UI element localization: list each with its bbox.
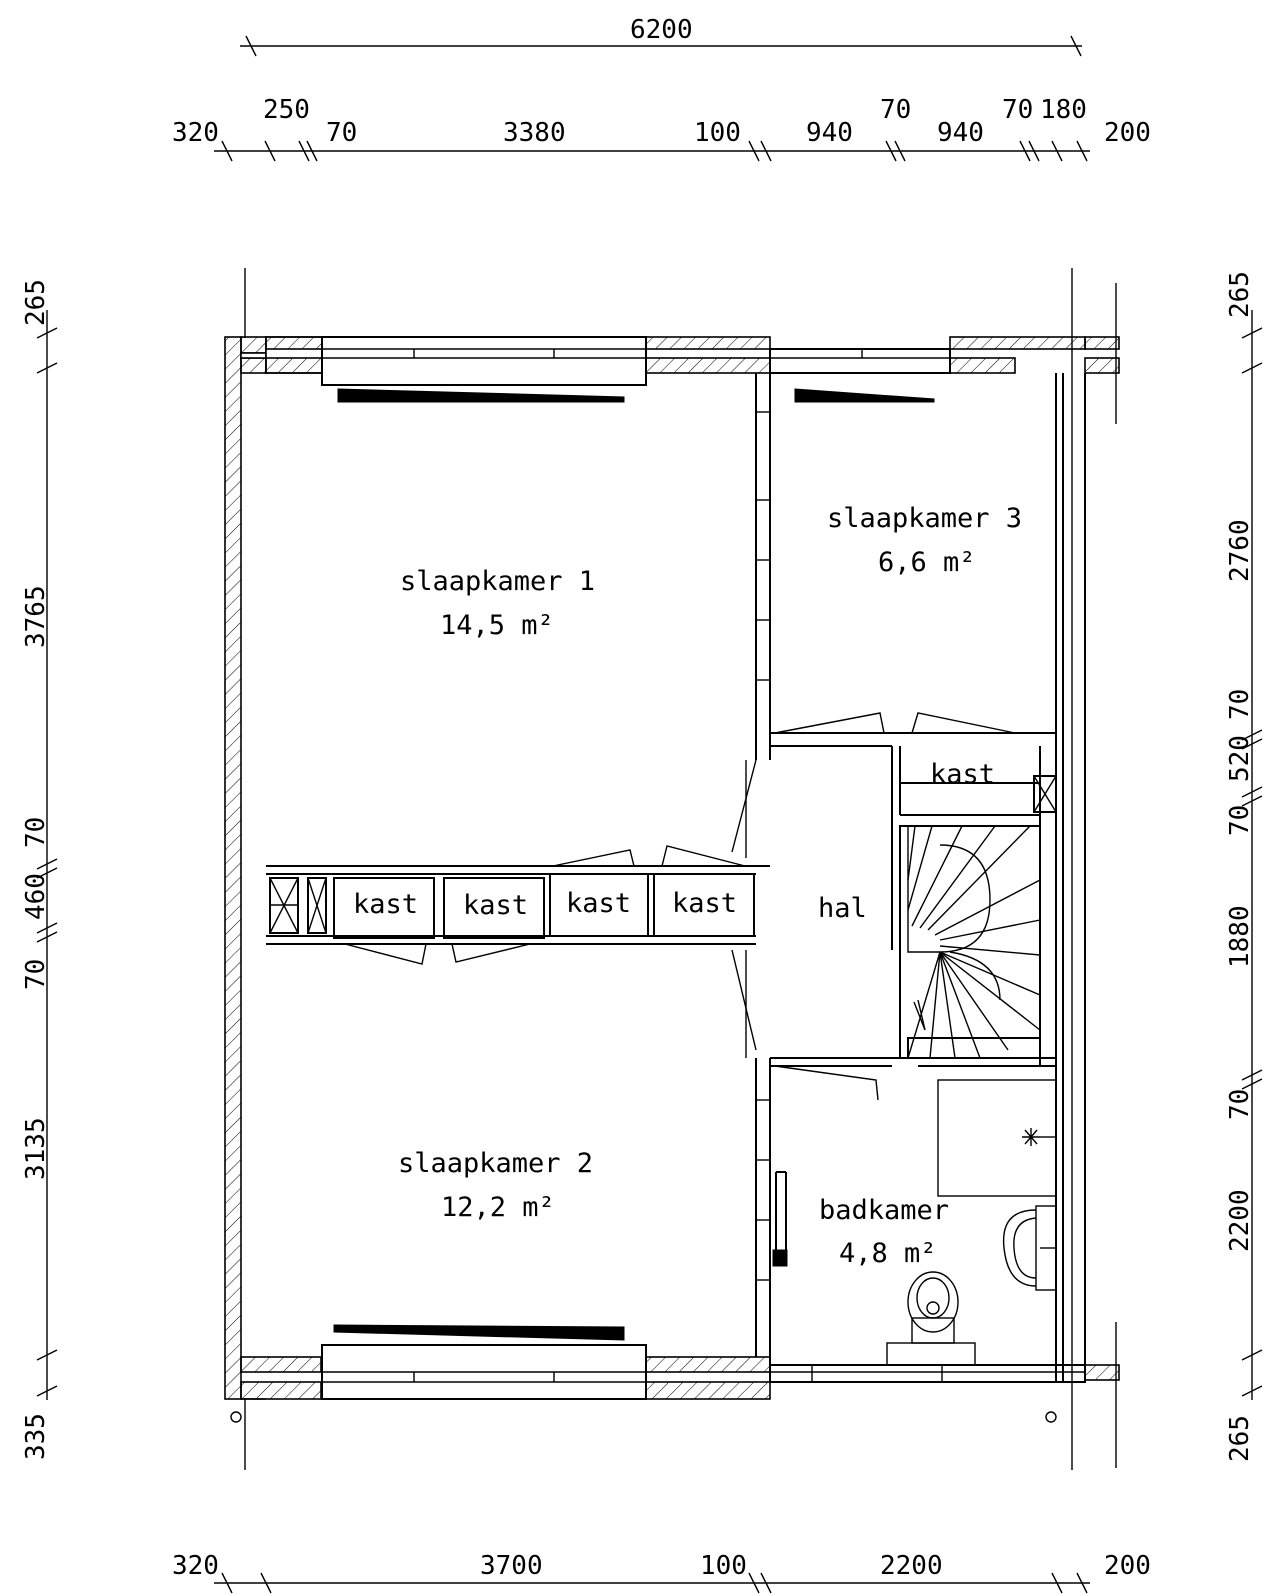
room-label-kast-upper: kast [930, 759, 995, 790]
dim-right-3: 70 [1225, 689, 1255, 720]
dim-top-5: 100 [694, 118, 741, 148]
toilet-icon [886, 1271, 976, 1366]
wardrobe-label-4: kast [672, 888, 737, 919]
dim-top-total: 6200 [630, 15, 693, 45]
dim-bottom-4: 2200 [880, 1551, 943, 1581]
dim-top-9: 70 [1002, 95, 1033, 125]
dim-top-3: 70 [326, 118, 357, 148]
dim-top-11: 200 [1104, 118, 1151, 148]
shower-drain-icon [1022, 1128, 1056, 1146]
windows [321, 336, 1086, 1400]
dim-top-10: 180 [1040, 95, 1087, 125]
room-area-slaapkamer-1: 14,5 m² [440, 610, 554, 641]
left-dimension-lines [36, 310, 58, 1400]
room-area-slaapkamer-3: 6,6 m² [878, 547, 976, 578]
dim-top-6: 940 [806, 118, 853, 148]
wardrobe-row [333, 873, 755, 939]
room-label-badkamer: badkamer [819, 1195, 949, 1226]
exterior-walls [224, 336, 1120, 1400]
dim-left-7: 335 [21, 1413, 51, 1460]
bathroom-fixtures [886, 1079, 1057, 1366]
top-dimension-lines [214, 35, 1090, 162]
dim-left-6: 3135 [21, 1117, 51, 1180]
staircase [899, 825, 1041, 1059]
dim-bottom-3: 100 [700, 1551, 747, 1581]
wardrobe-label-3: kast [566, 888, 631, 919]
sink-icon [1002, 1205, 1057, 1291]
dim-top-7: 70 [880, 95, 911, 125]
dim-left-2: 3765 [21, 585, 51, 648]
dim-top-8: 940 [937, 118, 984, 148]
wardrobe-label-2: kast [463, 890, 528, 921]
dim-bottom-1: 320 [172, 1551, 219, 1581]
dim-right-9: 265 [1225, 1415, 1255, 1462]
dim-left-4: 460 [21, 873, 51, 920]
dim-right-1: 265 [1225, 271, 1255, 318]
room-area-slaapkamer-2: 12,2 m² [441, 1192, 555, 1223]
room-label-slaapkamer-1: slaapkamer 1 [400, 566, 595, 597]
room-label-hal: hal [818, 893, 867, 924]
dim-right-4: 520 [1225, 735, 1255, 782]
dim-left-1: 265 [21, 279, 51, 326]
doors [344, 712, 1016, 1267]
dim-top-1: 320 [172, 118, 219, 148]
dim-bottom-2: 3700 [480, 1551, 543, 1581]
dim-left-3: 70 [21, 817, 51, 848]
axis-lines [230, 268, 1117, 1470]
dim-left-5: 70 [21, 959, 51, 990]
right-dimension-lines [1241, 310, 1263, 1400]
room-label-slaapkamer-2: slaapkamer 2 [398, 1148, 593, 1179]
dim-right-7: 70 [1225, 1089, 1255, 1120]
room-area-badkamer: 4,8 m² [839, 1238, 937, 1269]
dim-top-2: 250 [263, 95, 310, 125]
dim-bottom-5: 200 [1104, 1551, 1151, 1581]
dim-right-6: 1880 [1225, 905, 1255, 968]
wardrobe-label-1: kast [353, 889, 418, 920]
dim-right-5: 70 [1225, 805, 1255, 836]
dim-right-2: 2760 [1225, 519, 1255, 582]
dim-right-8: 2200 [1225, 1189, 1255, 1252]
room-label-slaapkamer-3: slaapkamer 3 [827, 503, 1022, 534]
bottom-dimension-lines [214, 1572, 1090, 1594]
dim-top-4: 3380 [503, 118, 566, 148]
